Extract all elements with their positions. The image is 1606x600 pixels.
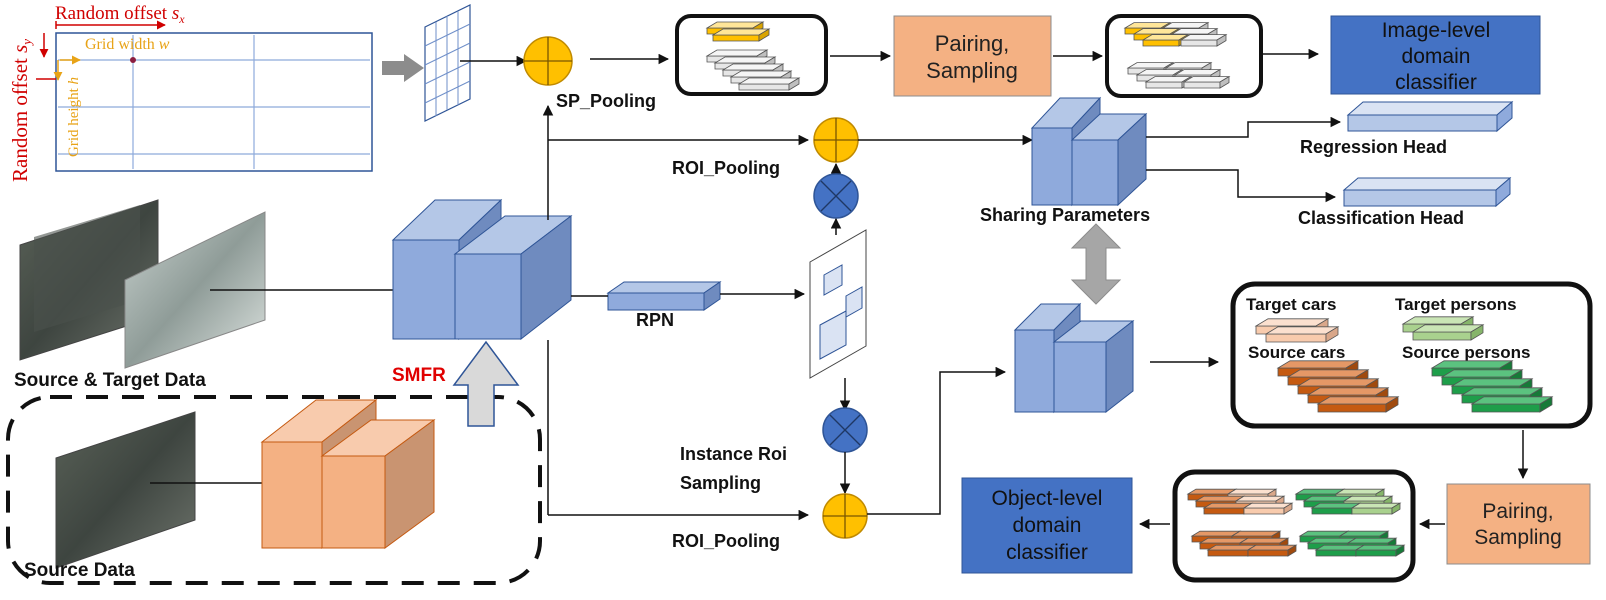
feature-slab bbox=[737, 77, 801, 91]
offset-y-label: Random offset sy bbox=[8, 39, 34, 182]
paired-object-features bbox=[1186, 488, 1406, 557]
instance-roi-label-line1: Instance Roi bbox=[680, 444, 787, 464]
pairing-bottom-line2: Sampling bbox=[1474, 526, 1562, 549]
feature-slab bbox=[1179, 33, 1228, 47]
image-classifier-line1: Image-level bbox=[1382, 19, 1491, 42]
offset-x-label: Random offset sx bbox=[55, 3, 185, 26]
source-persons-label: Source persons bbox=[1402, 343, 1531, 362]
roi-sum-bottom-circle-plus-icon bbox=[822, 493, 868, 539]
shared-head-block-bottom bbox=[1013, 302, 1135, 414]
instance-roi-label-line2: Sampling bbox=[680, 473, 761, 493]
classification-head-bar bbox=[1342, 176, 1512, 208]
image-classifier-line2: domain bbox=[1402, 45, 1471, 68]
pooled-features bbox=[705, 21, 801, 91]
paired-person-slab bbox=[1334, 488, 1386, 501]
rpn-block bbox=[606, 281, 722, 311]
sharing-parameters-label: Sharing Parameters bbox=[980, 205, 1150, 225]
feature-slab bbox=[711, 28, 771, 42]
feature-slab bbox=[1182, 75, 1231, 89]
smfr-label: SMFR bbox=[392, 365, 446, 386]
classification-head-label: Classification Head bbox=[1298, 208, 1464, 228]
multiply-bottom-circle-times-icon bbox=[822, 407, 868, 453]
shared-head-block bbox=[1030, 96, 1148, 207]
paired-person-slab bbox=[1350, 502, 1402, 515]
object-features bbox=[1254, 316, 1554, 413]
proposal-plane bbox=[809, 229, 867, 379]
dashed-source-region bbox=[6, 395, 542, 585]
pairing-sampling-top-box bbox=[893, 15, 1052, 97]
target-person-slab bbox=[1411, 324, 1485, 341]
roi-pooling-top-label: ROI_Pooling bbox=[672, 158, 780, 178]
sharing-double-arrow bbox=[1070, 223, 1122, 305]
pairing-top-line2: Sampling bbox=[926, 58, 1018, 83]
backbone-feature-block bbox=[391, 198, 573, 341]
paired-car-slab bbox=[1246, 544, 1298, 557]
paired-object-stack-box bbox=[1172, 469, 1416, 583]
grid-plane bbox=[424, 4, 471, 122]
source-data-label: Source Data bbox=[24, 560, 135, 581]
smfr-up-arrow bbox=[452, 340, 520, 427]
target-persons-label: Target persons bbox=[1395, 295, 1517, 314]
source-person-slab bbox=[1470, 396, 1554, 413]
image-level-domain-classifier bbox=[1330, 15, 1541, 95]
object-classifier-line1: Object-level bbox=[992, 487, 1103, 510]
grid-anchor-point bbox=[130, 57, 136, 63]
grid-frame bbox=[55, 32, 373, 172]
paired-features bbox=[1123, 21, 1231, 89]
sp-pooling-label: SP_Pooling bbox=[556, 91, 656, 111]
grid-height-label: Grid height h bbox=[66, 77, 82, 157]
multiply-top-circle-times-icon bbox=[813, 173, 859, 219]
roi-sum-top-circle-plus-icon bbox=[813, 117, 859, 163]
object-classifier-line2: domain bbox=[1013, 514, 1082, 537]
grey-arrow-right bbox=[382, 54, 424, 82]
source-image bbox=[55, 411, 196, 569]
object-classifier-line3: classifier bbox=[1006, 541, 1088, 564]
source-target-images bbox=[19, 199, 266, 369]
rpn-label: RPN bbox=[636, 310, 674, 330]
target-cars-label: Target cars bbox=[1246, 295, 1336, 314]
regression-head-label: Regression Head bbox=[1300, 137, 1447, 157]
pairing-sampling-bottom-box bbox=[1446, 483, 1591, 565]
paired-car-slab bbox=[1242, 502, 1294, 515]
source-target-data-label: Source & Target Data bbox=[14, 370, 206, 391]
regression-head-bar bbox=[1346, 100, 1514, 133]
source-cars-label: Source cars bbox=[1248, 343, 1345, 362]
object-level-domain-classifier bbox=[961, 477, 1133, 574]
paired-person-slab bbox=[1354, 544, 1406, 557]
orange-feature-block bbox=[260, 398, 436, 550]
pairing-bottom-line1: Pairing, bbox=[1482, 500, 1553, 523]
roi-pooling-bottom-label: ROI_Pooling bbox=[672, 531, 780, 551]
sp-sum-circle-plus-icon bbox=[523, 36, 573, 86]
pairing-top-line1: Pairing, bbox=[935, 31, 1010, 56]
grid-width-label: Grid width w bbox=[85, 36, 170, 53]
target-car-slab bbox=[1264, 326, 1340, 343]
random-grid-panel: Random offset sx Grid width w Random off… bbox=[8, 3, 373, 182]
source-car-slab bbox=[1316, 396, 1400, 413]
image-classifier-line3: classifier bbox=[1395, 71, 1477, 94]
